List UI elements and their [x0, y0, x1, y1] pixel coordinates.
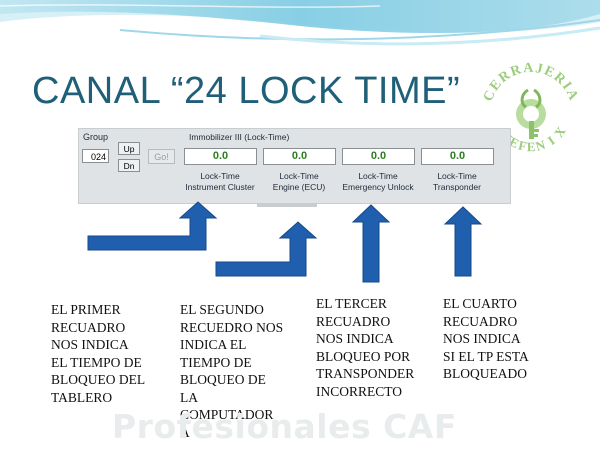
diagnostic-panel: Group 024 Up Dn Go! Immobilizer III (Loc… [78, 128, 511, 207]
description-line: TRANSPONDER [316, 366, 415, 381]
channel-label-line1: Lock-Time [200, 171, 240, 181]
description-line: EL SEGUNDO [180, 302, 264, 317]
description-line: BLOQUEO DE [180, 372, 266, 387]
description-second-box: EL SEGUNDO RECUEDRO NOS INDICA EL TIEMPO… [180, 301, 283, 441]
description-line: BLOQUEADO [443, 366, 527, 381]
channel-label-engine-ecu: Lock-Time Engine (ECU) [254, 171, 344, 193]
description-third-box: EL TERCER RECUADRO NOS INDICA BLOQUEO PO… [316, 295, 414, 400]
value-box-emergency-unlock: 0.0 [342, 148, 415, 165]
channel-label-transponder: Lock-Time Transponder [412, 171, 502, 193]
description-line: RECUADRO [443, 313, 518, 329]
description-line: NOS INDICA [316, 331, 394, 346]
arrow-icon [87, 201, 218, 251]
description-line: INCORRECTO [316, 383, 403, 399]
description-line: NOS INDICA [443, 331, 521, 346]
channel-label-line1: Lock-Time [279, 171, 319, 181]
description-line: RECUADRO [316, 313, 391, 329]
description-fourth-box: EL CUARTO RECUADRO NOS INDICA SI EL TP E… [443, 295, 529, 383]
group-label: Group [83, 132, 109, 142]
description-line: TABLERO [51, 389, 113, 405]
description-line: RECUEDRO NOS [180, 319, 284, 335]
channel-label-line1: Lock-Time [437, 171, 477, 181]
description-line: EL TERCER [316, 296, 387, 311]
channel-label-line1: Lock-Time [358, 171, 398, 181]
description-line: EL PRIMER [51, 302, 121, 317]
panel-tab [257, 204, 317, 207]
slide-title: CANAL “24 LOCK TIME” [32, 70, 461, 112]
description-line: BLOQUEO DEL [51, 372, 146, 387]
go-button[interactable]: Go! [148, 149, 175, 164]
arrow-icon [215, 221, 318, 277]
value-box-transponder: 0.0 [421, 148, 494, 165]
description-line: RECUADRO [51, 319, 126, 335]
watermark: Profesionales CAF [112, 407, 457, 446]
wave-decoration [0, 0, 600, 46]
description-line: COMPUTADOR [180, 407, 274, 422]
channel-label-emergency-unlock: Lock-Time Emergency Unlock [333, 171, 423, 193]
module-title: Immobilizer III (Lock-Time) [189, 132, 290, 142]
description-line: TIEMPO DE [180, 354, 252, 370]
description-line: BLOQUEO POR [316, 348, 411, 364]
description-line: SI EL TP ESTA [443, 348, 529, 364]
description-line: NOS INDICA [51, 337, 129, 352]
description-line: INDICA EL [180, 337, 247, 352]
group-input[interactable]: 024 [82, 149, 109, 163]
channel-label-line2: Instrument Cluster [185, 182, 255, 192]
description-line: EL CUARTO [443, 296, 517, 311]
description-line: LA [180, 389, 198, 405]
channel-label-line2: Engine (ECU) [272, 182, 326, 192]
channel-label-line2: Transponder [433, 182, 481, 192]
arrow-icon [351, 204, 391, 283]
up-button[interactable]: Up [118, 142, 140, 155]
arrow-icon [443, 206, 483, 277]
channel-label-instrument-cluster: Lock-Time Instrument Cluster [175, 171, 265, 193]
channel-label-line2: Emergency Unlock [342, 182, 414, 192]
description-line: EL TIEMPO DE [51, 354, 142, 370]
down-button[interactable]: Dn [118, 159, 140, 172]
value-box-instrument-cluster: 0.0 [184, 148, 257, 165]
description-line: A [180, 424, 190, 440]
description-first-box: EL PRIMER RECUADRO NOS INDICA EL TIEMPO … [51, 301, 145, 406]
value-box-engine-ecu: 0.0 [263, 148, 336, 165]
